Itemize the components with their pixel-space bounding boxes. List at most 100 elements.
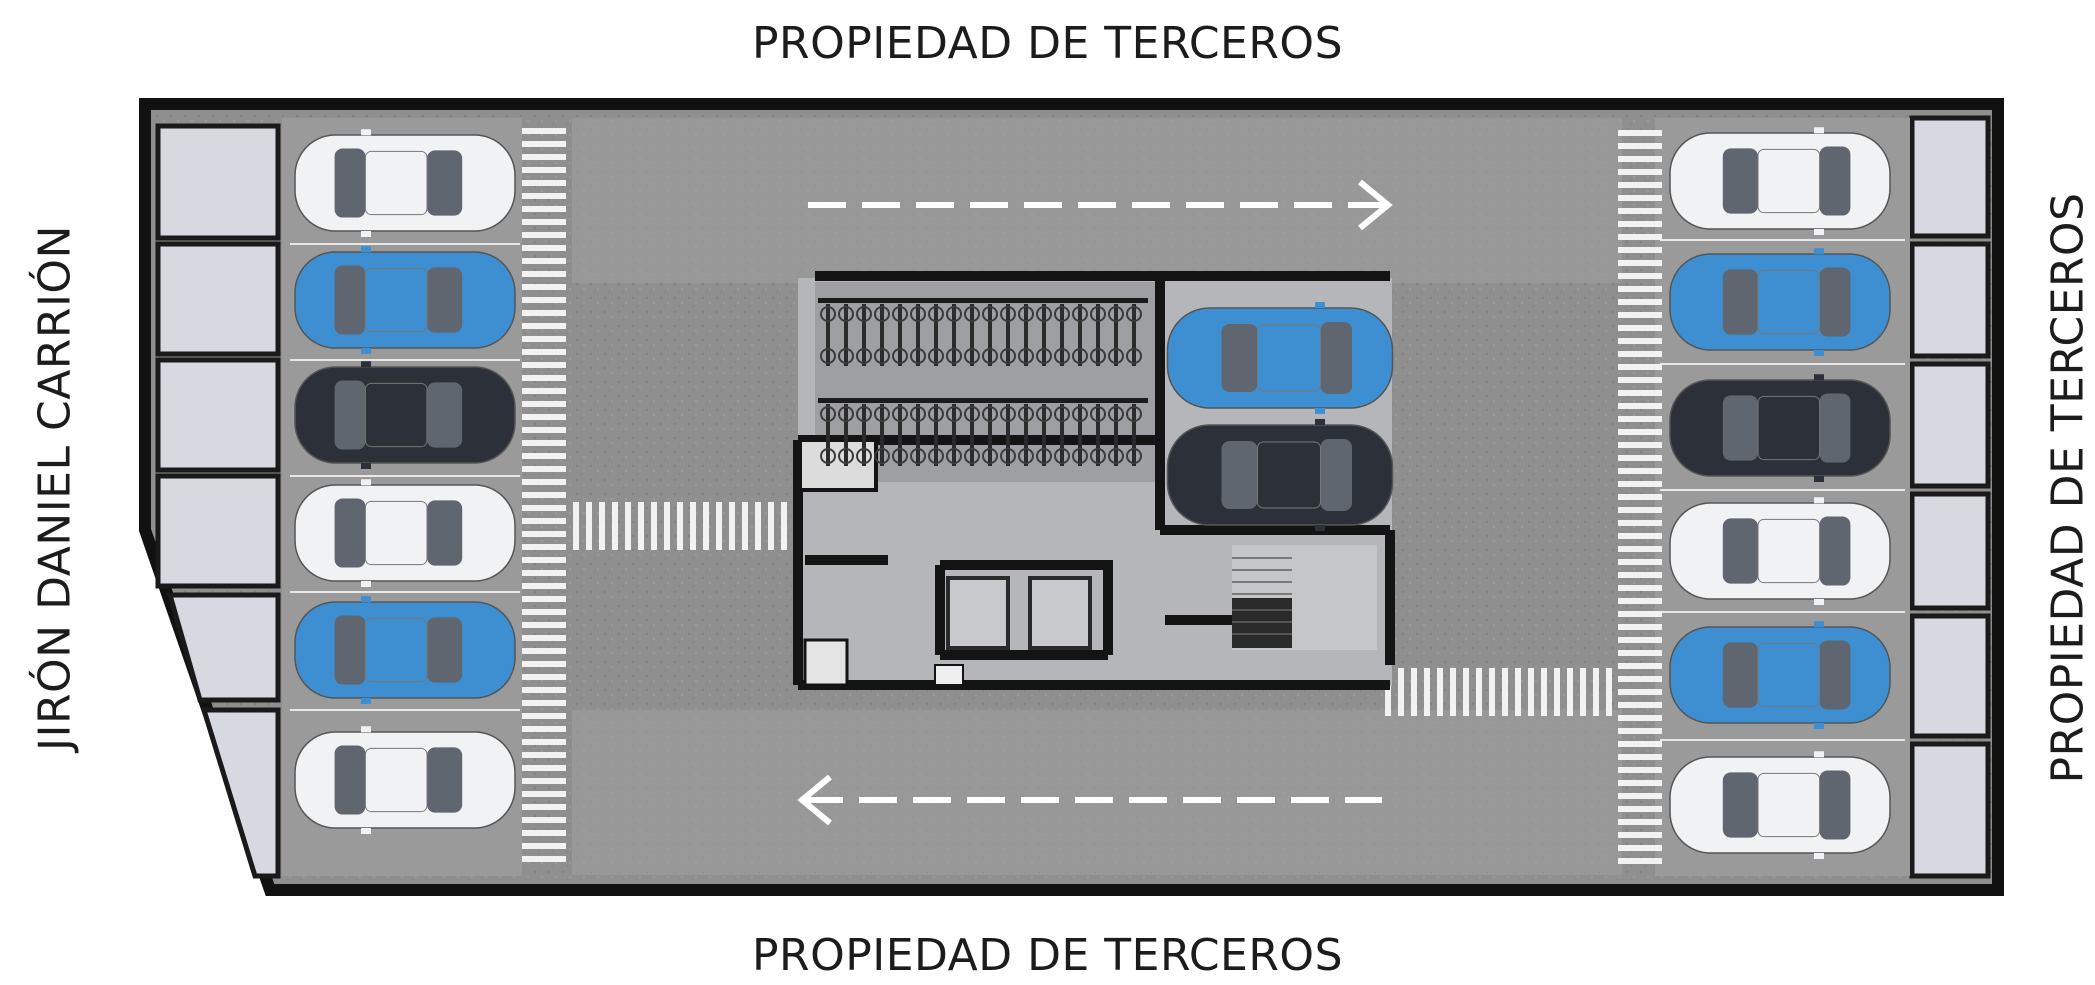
- crosswalk-stripe: [522, 245, 566, 251]
- crosswalk-stripe: [1618, 429, 1662, 435]
- crosswalk-stripe: [586, 502, 592, 550]
- parked-car: [294, 129, 516, 237]
- crosswalk-stripe: [1618, 715, 1662, 721]
- bicycle: [934, 304, 938, 366]
- crosswalk-stripe: [1528, 668, 1534, 716]
- parked-car: [294, 246, 516, 354]
- bicycle: [988, 304, 992, 366]
- crosswalk-stripe: [755, 502, 761, 550]
- car-window: [427, 617, 463, 683]
- crosswalk-stripe: [522, 219, 566, 225]
- bottom-drive-lane: [572, 710, 1622, 875]
- crosswalk-stripe: [1618, 702, 1662, 708]
- crosswalk-stripe: [1618, 494, 1662, 500]
- crosswalk-stripe: [522, 310, 566, 316]
- crosswalk-stripe: [522, 765, 566, 771]
- crosswalk-stripe: [522, 167, 566, 173]
- crosswalk-stripe: [1618, 273, 1662, 279]
- crosswalk-stripe: [522, 583, 566, 589]
- crosswalk-stripe: [1618, 676, 1662, 682]
- right-arrow: [808, 179, 1393, 231]
- crosswalk-stripe: [1618, 143, 1662, 149]
- crosswalk-stripe: [625, 502, 631, 550]
- stairwell: [1232, 545, 1377, 650]
- car-window: [334, 745, 366, 815]
- bicycle-wheel: [910, 348, 926, 364]
- car-mirror: [361, 463, 371, 469]
- bicycle-wheel: [1090, 348, 1106, 364]
- car-mirror: [361, 726, 371, 733]
- left-bay-lines: [290, 243, 520, 711]
- bicycle-wheel: [856, 448, 872, 464]
- car-roof: [1757, 395, 1821, 461]
- crosswalk-stripe: [522, 414, 566, 420]
- bicycle-wheel: [874, 448, 890, 464]
- car-mirror: [1814, 621, 1824, 628]
- car-window: [1819, 267, 1851, 337]
- car-mirror: [361, 361, 371, 368]
- bicycle: [988, 404, 992, 466]
- car-window: [1221, 324, 1258, 392]
- crosswalk-stripe: [1489, 668, 1495, 716]
- bicycle: [1042, 404, 1046, 466]
- right-bay-lines: [1660, 239, 1905, 741]
- bicycle: [1060, 404, 1064, 466]
- bicycle: [1132, 404, 1136, 466]
- bicycle-wheel: [1108, 406, 1124, 422]
- crosswalk-stripe: [1618, 845, 1662, 851]
- crosswalk-stripe: [1618, 247, 1662, 253]
- bicycle-wheel: [1090, 448, 1106, 464]
- crosswalk-stripe: [1618, 377, 1662, 383]
- car-mirror: [1814, 723, 1824, 729]
- car-roof: [364, 747, 428, 813]
- crosswalk-stripe: [1618, 234, 1662, 240]
- crosswalk-stripe: [1618, 533, 1662, 539]
- bicycle-wheel: [1036, 448, 1052, 464]
- crosswalk-stripe: [690, 502, 696, 550]
- top-drive-lane: [572, 118, 1622, 283]
- crosswalk-stripe: [1618, 754, 1662, 760]
- crosswalk-stripe: [1618, 221, 1662, 227]
- car-window: [427, 747, 463, 813]
- car-mirror: [1315, 419, 1325, 425]
- bicycle: [952, 404, 956, 466]
- crosswalk-stripe: [1618, 806, 1662, 812]
- car-window: [334, 148, 366, 218]
- bicycle: [916, 404, 920, 466]
- right-storage-units: [1909, 115, 1991, 879]
- parked-car: [1669, 751, 1891, 859]
- crosswalk-stripe: [1515, 668, 1521, 716]
- bicycle: [934, 404, 938, 466]
- bicycle-wheel: [982, 406, 998, 422]
- crosswalk-stripe: [1618, 572, 1662, 578]
- car-roof: [1757, 148, 1821, 214]
- car-window: [1722, 269, 1758, 335]
- car-roof: [1757, 518, 1821, 584]
- bicycle: [1006, 304, 1010, 366]
- crosswalk-stripe: [522, 544, 566, 550]
- bicycle-wheel: [820, 448, 836, 464]
- car-window: [1722, 772, 1758, 838]
- car-mirror: [1315, 302, 1325, 308]
- crosswalk-stripe: [1450, 668, 1456, 716]
- crosswalk-stripe: [522, 492, 566, 498]
- car-mirror: [1315, 408, 1325, 414]
- crosswalk-stripe: [522, 375, 566, 381]
- bicycle: [1024, 404, 1028, 466]
- crosswalk-stripe: [1593, 668, 1599, 716]
- bicycle-wheel: [946, 348, 962, 364]
- parked-car: [1166, 302, 1394, 414]
- car-mirror: [361, 828, 371, 834]
- car-window: [427, 382, 463, 448]
- bicycle-wheel: [1054, 448, 1070, 464]
- crosswalk-stripe: [1437, 668, 1443, 716]
- bicycle-wheel: [1054, 348, 1070, 364]
- crosswalk-stripe: [522, 596, 566, 602]
- left-vertical-crosswalk: [522, 128, 566, 862]
- crosswalk-stripe: [1618, 741, 1662, 747]
- bicycle: [1006, 404, 1010, 466]
- crosswalk-stripe: [1618, 832, 1662, 838]
- bicycle: [952, 304, 956, 366]
- crosswalk-stripe: [1618, 728, 1662, 734]
